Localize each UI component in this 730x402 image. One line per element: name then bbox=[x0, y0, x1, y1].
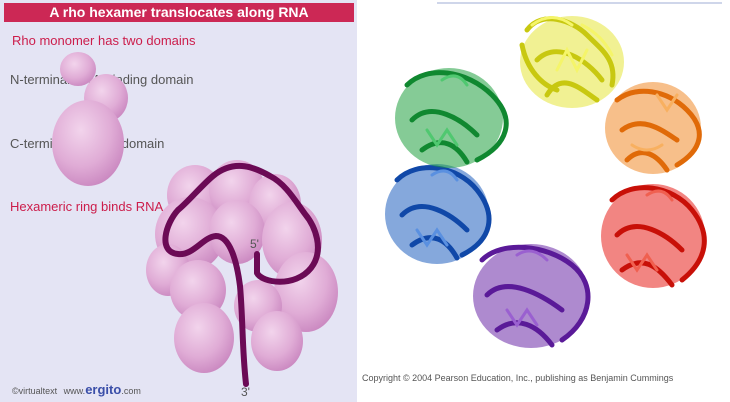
green-subunit bbox=[395, 68, 509, 168]
pearson-copyright: Copyright © 2004 Pearson Education, Inc.… bbox=[362, 373, 674, 383]
blue-subunit bbox=[385, 164, 492, 264]
rho-structure-panel: Copyright © 2004 Pearson Education, Inc.… bbox=[357, 0, 730, 402]
ergito-credit: ©virtualtext www.ergito.com bbox=[12, 382, 141, 397]
orange-subunit bbox=[605, 82, 702, 174]
rho-diagram-panel: A rho hexamer translocates along RNA Rho… bbox=[0, 0, 357, 402]
virtualtext-label: ©virtualtext bbox=[12, 386, 58, 396]
www-label: www. bbox=[63, 386, 86, 396]
rho-monomer-shape bbox=[52, 52, 128, 186]
purple-subunit bbox=[473, 244, 591, 348]
five-prime-label: 5' bbox=[250, 237, 259, 251]
rho-hexamer-ribbon-image bbox=[385, 2, 722, 348]
hexamer-heading: Hexameric ring binds RNA bbox=[10, 199, 164, 214]
diagram-title: A rho hexamer translocates along RNA bbox=[4, 3, 354, 22]
domain-label: .com bbox=[121, 386, 141, 396]
monomer-heading: Rho monomer has two domains bbox=[12, 33, 196, 48]
yellow-subunit bbox=[519, 16, 624, 108]
three-prime-label: 3' bbox=[241, 385, 250, 399]
ergito-brand: ergito bbox=[85, 382, 122, 397]
rna-strand bbox=[162, 162, 321, 387]
red-subunit bbox=[601, 184, 707, 288]
rho-domain-illustration bbox=[52, 52, 338, 387]
